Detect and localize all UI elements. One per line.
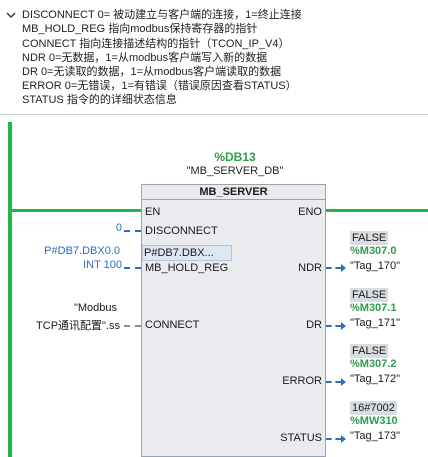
ndr-address[interactable]: %M307.0 [350, 245, 397, 257]
pin-error: ERROR [282, 375, 322, 387]
hold-reg-length[interactable]: INT 100 [83, 259, 122, 271]
ndr-arrow-icon [341, 264, 346, 272]
mb-hold-reg-monitor-box[interactable]: P#DB7.DBX... [142, 245, 232, 261]
instance-db-name[interactable]: "MB_SERVER_DB" [186, 165, 284, 177]
power-rail [8, 122, 12, 457]
comment-line-ndr: NDR 0=无数据，1=从modbus客户端写入新的数据 [22, 52, 268, 64]
pin-ndr: NDR [298, 262, 322, 274]
pin-eno: ENO [298, 206, 322, 218]
error-arrow-icon [341, 378, 346, 386]
disconnect-wire [124, 230, 141, 232]
pin-en: EN [145, 206, 161, 218]
status-tag[interactable]: "Tag_173" [350, 430, 401, 442]
pin-mb-hold-reg: MB_HOLD_REG [145, 262, 229, 274]
pin-status: STATUS [280, 432, 322, 444]
connect-param-line1[interactable]: "Modbus [73, 302, 117, 314]
disconnect-value[interactable]: 0 [115, 222, 122, 234]
ndr-monitor-value: FALSE [350, 231, 389, 245]
collapse-chevron-icon[interactable] [6, 10, 16, 20]
pin-dr: DR [306, 319, 322, 331]
dr-wire [326, 325, 341, 327]
ndr-wire [326, 267, 341, 269]
eno-flow-wire [326, 209, 428, 212]
comment-line-status: STATUS 指令的的详细状态信息 [22, 94, 177, 106]
ndr-tag[interactable]: "Tag_170" [350, 260, 401, 272]
hold-reg-pointer[interactable]: P#DB7.DBX0.0 [44, 245, 120, 257]
connect-wire [124, 325, 141, 327]
status-arrow-icon [341, 435, 346, 443]
comment-line-connect: CONNECT 指向连接描述结构的指针（TCON_IP_V4） [22, 38, 290, 50]
dr-arrow-icon [341, 322, 346, 330]
power-flow-wire [12, 209, 141, 212]
error-monitor-value: FALSE [350, 344, 389, 358]
dr-address[interactable]: %M307.1 [350, 302, 397, 314]
comment-separator [0, 114, 428, 115]
pin-connect: CONNECT [145, 319, 200, 331]
comment-line-dr: DR 0=无读取的数据，1=从modbus客户端读取的数据 [22, 66, 282, 78]
error-tag[interactable]: "Tag_172" [350, 373, 401, 385]
comment-line-error: ERROR 0=无错误，1=有错误（错误原因查看STATUS） [22, 80, 297, 92]
instance-db-address[interactable]: %DB13 [214, 150, 256, 164]
network-comment[interactable]: DISCONNECT 0= 被动建立与客户端的连接，1=终止连接 MB_HOLD… [0, 0, 428, 116]
status-monitor-value: 16#7002 [350, 401, 397, 415]
connect-param-line2[interactable]: TCP通讯配置".ss [36, 320, 120, 332]
error-address[interactable]: %M307.2 [350, 358, 397, 370]
dr-tag[interactable]: "Tag_171" [350, 317, 401, 329]
hold-reg-wire [124, 267, 141, 269]
status-wire [326, 438, 341, 440]
dr-monitor-value: FALSE [350, 288, 389, 302]
status-address[interactable]: %MW310 [350, 415, 398, 427]
pin-disconnect: DISCONNECT [145, 225, 218, 237]
block-title: MB_SERVER [142, 185, 325, 200]
error-wire [326, 381, 341, 383]
mb-server-block[interactable]: MB_SERVER EN DISCONNECT MB_HOLD_REG CONN… [141, 184, 326, 457]
comment-line-mb-hold-reg: MB_HOLD_REG 指向modbus保持寄存器的指针 [22, 23, 258, 35]
comment-line-disconnect: DISCONNECT 0= 被动建立与客户端的连接，1=终止连接 [22, 9, 302, 21]
